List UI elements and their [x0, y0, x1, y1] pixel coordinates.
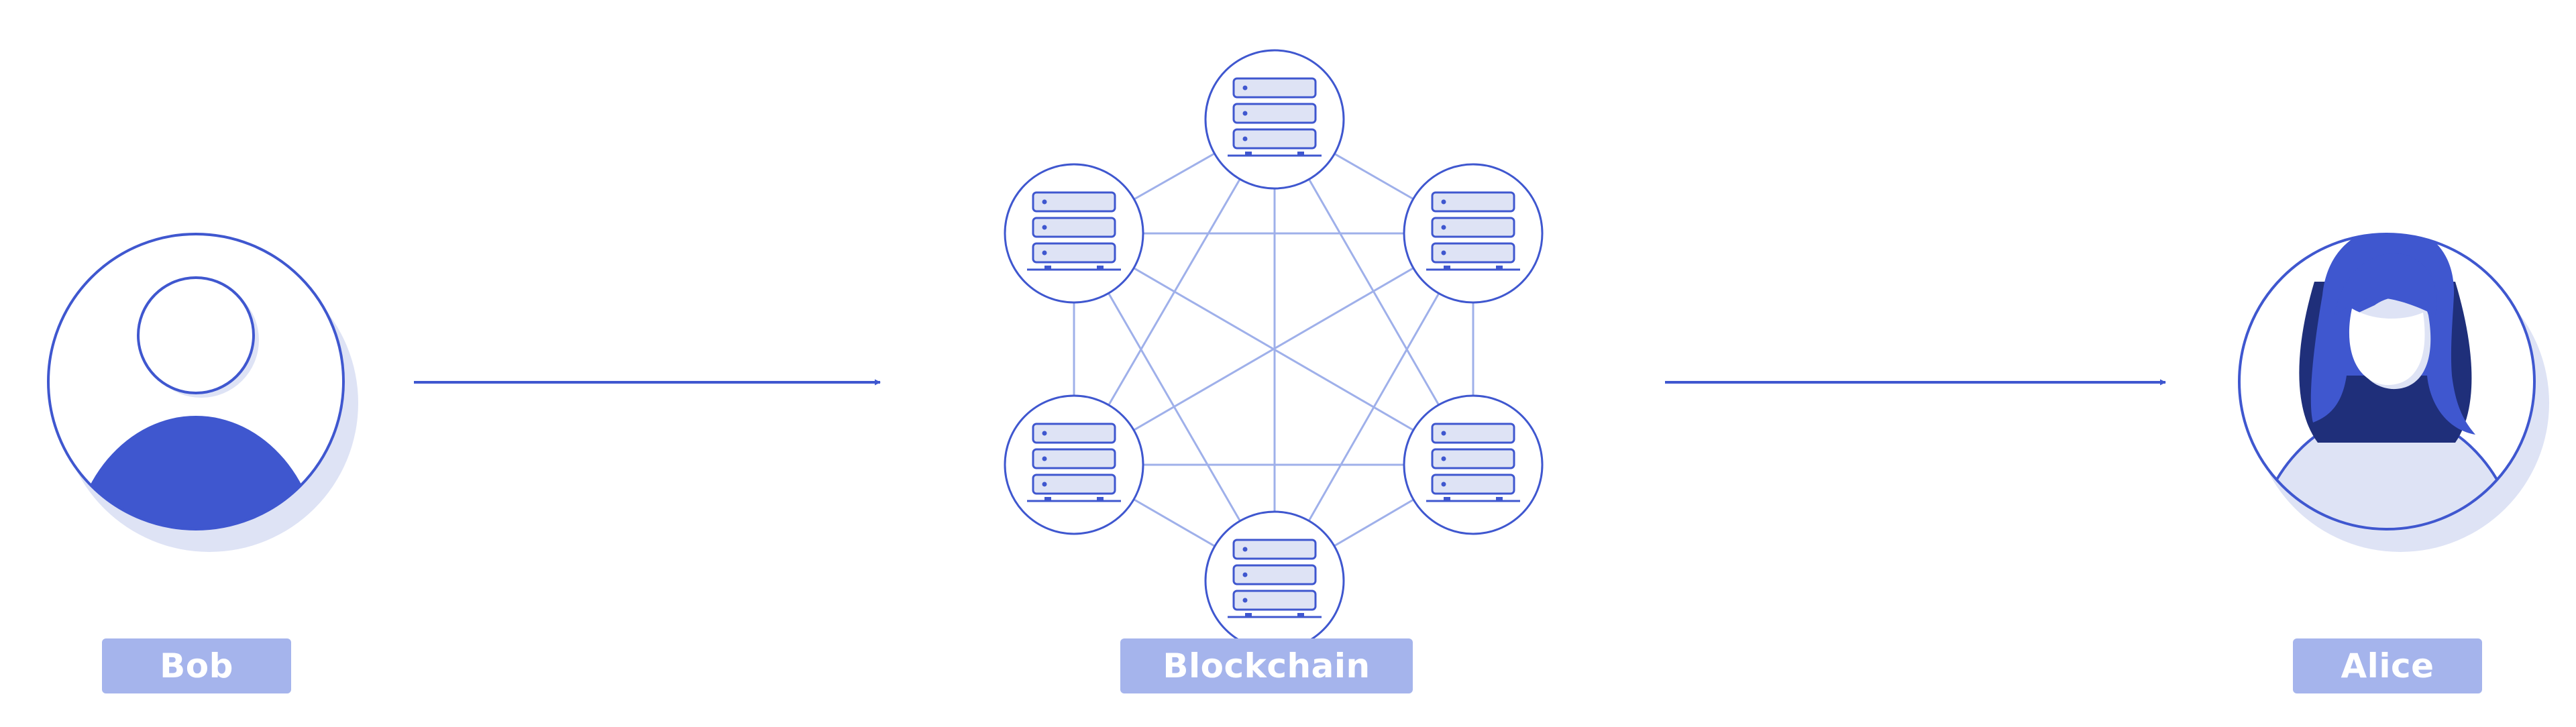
node-bottom-left [1004, 394, 1144, 535]
node-bottom [1204, 510, 1345, 651]
node-top-left [1004, 163, 1144, 304]
bob-avatar [47, 233, 358, 552]
blockchain-network [1004, 49, 1544, 651]
server-rack-icon [1425, 423, 1521, 503]
node-top-right [1403, 163, 1544, 304]
recipient-label: Alice [2293, 638, 2482, 693]
sender-label: Bob [102, 638, 291, 693]
recipient-label-text: Alice [2341, 647, 2434, 685]
server-rack-icon [1026, 423, 1122, 503]
alice-avatar [2238, 233, 2549, 552]
server-rack-icon [1226, 539, 1323, 619]
server-rack-icon [1226, 77, 1323, 158]
node-top [1204, 49, 1345, 190]
network-label-text: Blockchain [1163, 647, 1371, 685]
sender-label-text: Bob [160, 647, 233, 685]
face-icon [2349, 309, 2425, 386]
person-head-icon [137, 276, 255, 394]
server-rack-icon [1026, 191, 1122, 272]
person-body-icon [71, 416, 321, 529]
node-bottom-right [1403, 394, 1544, 535]
network-label: Blockchain [1120, 638, 1413, 693]
server-rack-icon [1425, 191, 1521, 272]
